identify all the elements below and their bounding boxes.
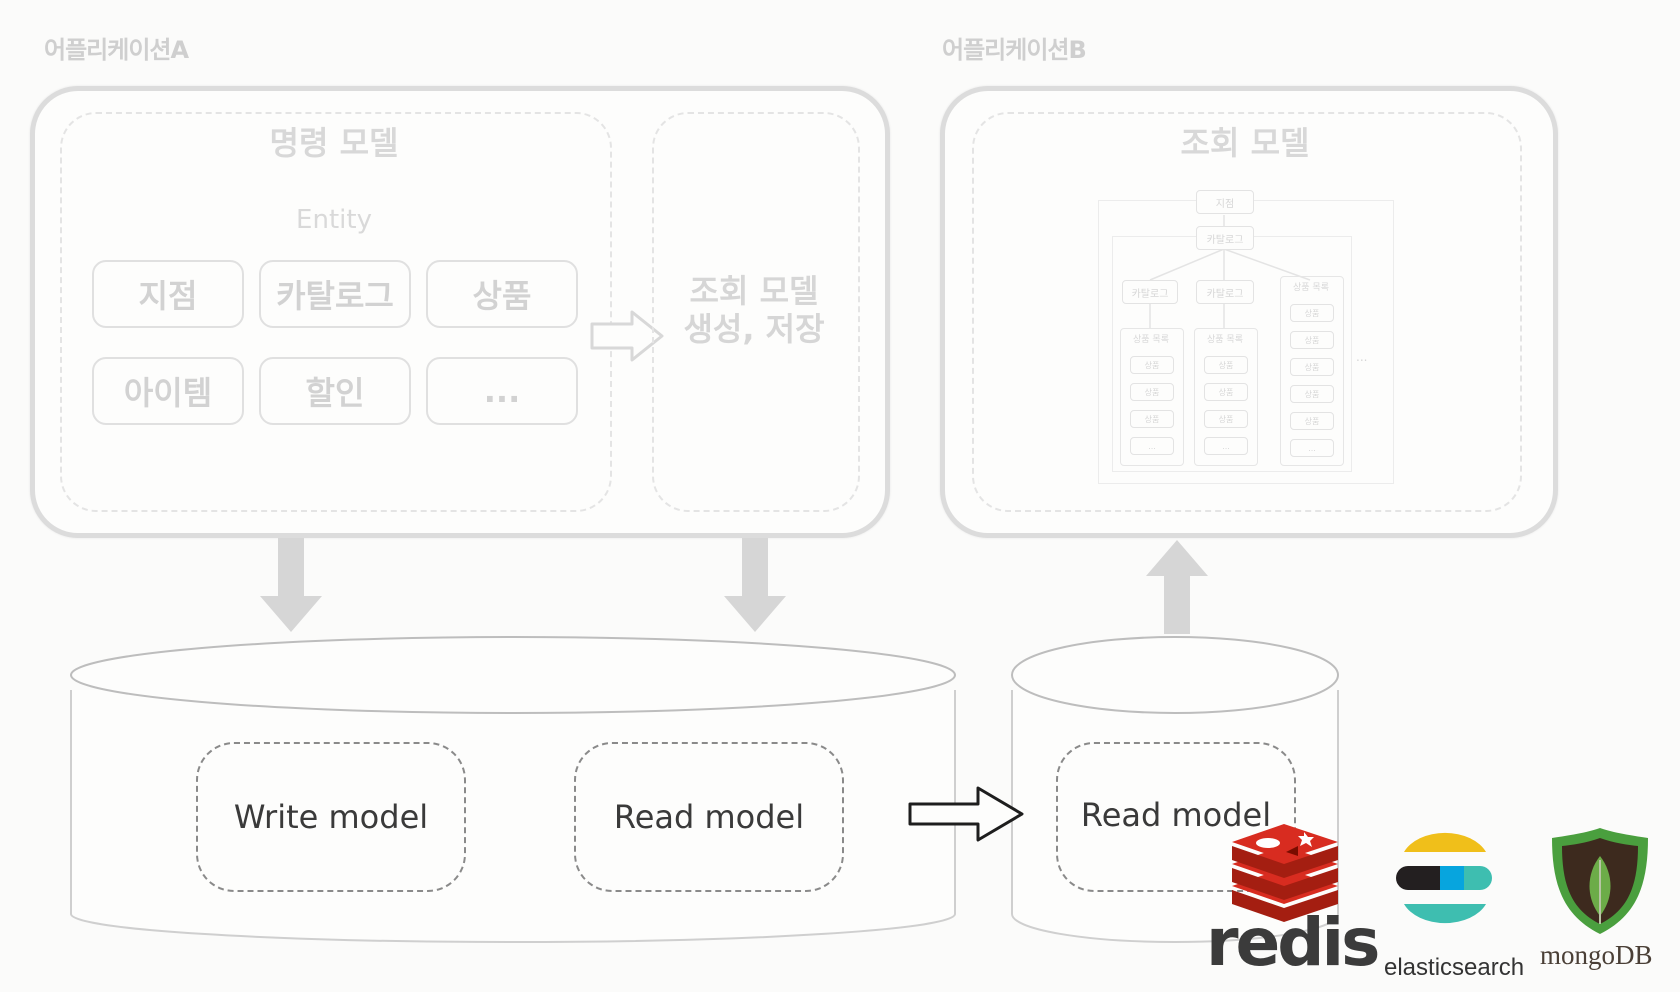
tree-product: 상품 [1290,331,1334,349]
app-a-label: 어플리케이션A [44,36,189,64]
tree-root: 지점 [1196,190,1254,214]
tree-product: 상품 [1130,383,1174,401]
tree-product-more: ... [1290,439,1334,457]
tree-product-list-1-title: 상품 목록 [1133,335,1169,345]
generate-arrow-icon [590,310,664,362]
tree-product-list-1 [1120,328,1184,466]
tree-product: 상품 [1290,358,1334,376]
tree-product-list-3-title: 상품 목록 [1293,283,1329,293]
elasticsearch-logo-icon [1396,832,1492,924]
down-arrow-icon-right [724,538,786,632]
tree-product: 상품 [1130,410,1174,428]
entity-item: 아이템 [92,357,244,425]
up-arrow-icon [1146,540,1208,634]
entity-product: 상품 [426,260,578,328]
generate-label-line2: 생성, 저장 [683,310,825,348]
tree-product: 상품 [1204,356,1248,374]
sync-arrow-icon [908,786,1024,842]
tree-product: 상품 [1290,385,1334,403]
tree-more: ... [1356,350,1368,364]
entity-branch: 지점 [92,260,244,328]
entity-discount: 할인 [259,357,411,425]
read-model-box-b: Read model [1056,742,1296,892]
elasticsearch-logo-text: elasticsearch [1384,954,1525,981]
tree-product-list-2 [1194,328,1258,466]
redis-logo-text: redis [1206,904,1380,981]
app-b-label: 어플리케이션B [942,36,1087,64]
entity-title: Entity [296,205,372,235]
entity-catalog: 카탈로그 [259,260,411,328]
query-tree-lines [1149,215,1311,328]
tree-product: 상품 [1290,412,1334,430]
database-a-cylinder [70,636,956,943]
read-model-box-a: Read model [574,742,844,892]
down-arrow-icon-left [260,538,322,632]
tree-product-more: ... [1204,437,1248,455]
tree-product-list-3 [1280,276,1344,466]
redis-logo-icon [1232,824,1338,922]
query-model-title: 조회 모델 [1180,124,1310,162]
query-model-area [972,112,1522,512]
app-b-container [940,86,1558,538]
tree-catalog: 카탈로그 [1196,226,1254,250]
tree-product-more: ... [1130,437,1174,455]
tree-product-list-2-title: 상품 목록 [1207,335,1243,345]
generate-label-line1: 조회 모델 [689,272,819,310]
query-generation-area [652,112,860,512]
tree-product: 상품 [1204,383,1248,401]
write-model-box: Write model [196,742,466,892]
mongodb-logo-text: mongoDB [1540,940,1653,970]
tree-catalog-2: 카탈로그 [1196,280,1254,304]
command-model-area [60,112,612,512]
read-model-b-label: Read model [1080,796,1272,834]
entity-more: ... [426,357,578,425]
tree-product: 상품 [1290,304,1334,322]
tree-product: 상품 [1204,410,1248,428]
tree-catalog-1: 카탈로그 [1122,280,1178,304]
tree-product: 상품 [1130,356,1174,374]
mongodb-logo-icon [1552,828,1648,934]
command-model-title: 명령 모델 [269,124,399,162]
